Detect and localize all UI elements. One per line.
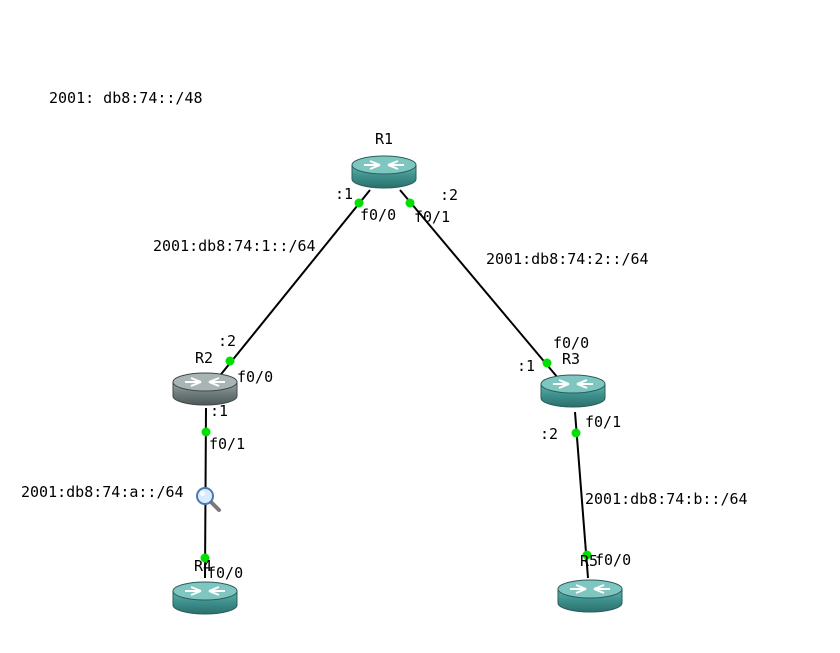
r1-f0-0-interface-label: f0/0 [360, 206, 397, 224]
r3-f0-1-host-label: :2 [540, 425, 559, 443]
r1-f0-1-host-label: :2 [440, 186, 459, 204]
r5-f0-0-interface-label: f0/0 [595, 551, 632, 569]
subnet-r2-r4-label: 2001:db8:74:a::/64 [21, 483, 184, 501]
router-r1-name: R1 [375, 130, 394, 148]
router-r2-icon[interactable] [172, 372, 238, 406]
global-prefix-label: 2001: db8:74::/48 [49, 89, 203, 107]
interface-dot-r2-f0-0[interactable] [225, 356, 235, 366]
r2-f0-1-interface-label: f0/1 [209, 435, 246, 453]
interface-dot-r1-f0-1[interactable] [405, 198, 415, 208]
router-r2-name: R2 [195, 349, 214, 367]
interface-dot-r4-f0-0[interactable] [200, 553, 210, 563]
subnet-r1-r3-label: 2001:db8:74:2::/64 [486, 250, 649, 268]
r2-f0-0-host-label: :2 [218, 332, 237, 350]
interface-dot-r3-f0-0[interactable] [542, 358, 552, 368]
interface-dot-r5-f0-0[interactable] [582, 550, 592, 560]
subnet-r1-r2-label: 2001:db8:74:1::/64 [153, 237, 316, 255]
interface-dot-r2-f0-1[interactable] [201, 427, 211, 437]
magnifier-icon[interactable] [196, 487, 221, 512]
link-r3-r5[interactable] [574, 411, 589, 579]
r3-f0-0-interface-label: f0/0 [553, 334, 590, 352]
router-r3-icon[interactable] [540, 374, 606, 408]
router-r1-icon[interactable] [351, 155, 417, 189]
interface-dot-r1-f0-0[interactable] [354, 198, 364, 208]
r1-f0-1-interface-label: f0/1 [414, 208, 451, 226]
interface-dot-r3-f0-1[interactable] [571, 428, 581, 438]
r2-f0-0-interface-label: f0/0 [237, 368, 274, 386]
subnet-r3-r5-label: 2001:db8:74:b::/64 [585, 490, 748, 508]
router-r3-name: R3 [562, 350, 581, 368]
router-r5-icon[interactable] [557, 579, 623, 613]
r3-f0-0-host-label: :1 [517, 357, 536, 375]
r2-f0-1-host-label: :1 [210, 402, 229, 420]
router-r4-name: R4 [194, 557, 213, 575]
router-r4-icon[interactable] [172, 581, 238, 615]
r1-f0-0-host-label: :1 [335, 185, 354, 203]
r3-f0-1-interface-label: f0/1 [585, 413, 622, 431]
link-r1-r3[interactable] [399, 189, 559, 379]
link-r1-r2[interactable] [217, 189, 371, 379]
router-r5-name: R5 [580, 552, 599, 570]
r4-f0-0-interface-label: f0/0 [207, 564, 244, 582]
